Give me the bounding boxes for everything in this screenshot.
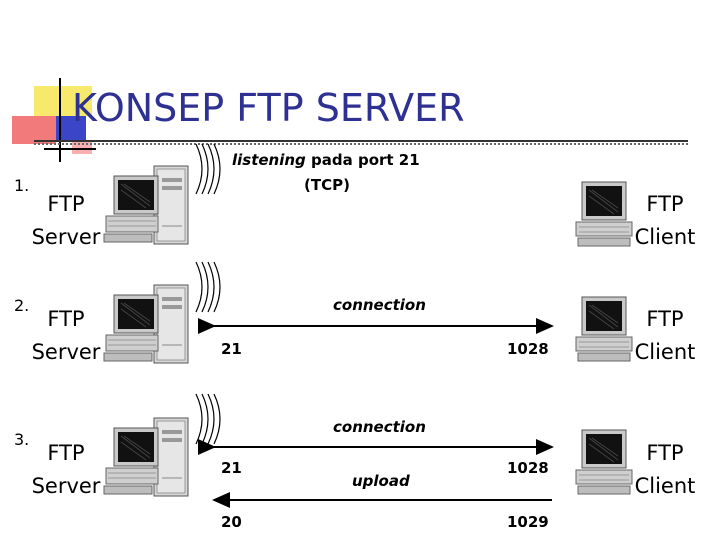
client-label-line1: FTP [646, 192, 684, 216]
row-3-number: 3. [14, 430, 30, 449]
title-rule-dotted [34, 143, 688, 145]
row-1-client-label: FTP Client [630, 188, 700, 254]
row-2-client-icon [575, 296, 633, 362]
row-1-server-icon [103, 165, 189, 245]
annotation-rest: pada port 21 [305, 151, 420, 169]
server-label-line1: FTP [47, 307, 85, 331]
annotation-italic: listening [232, 151, 306, 169]
client-label-line2: Client [634, 340, 696, 364]
row-3-server-label: FTP Server [28, 437, 104, 503]
row-1-annotation: listening pada port 21 [232, 151, 420, 169]
row-1-client-icon [575, 181, 633, 247]
row-3-client-label: FTP Client [630, 437, 700, 503]
deco-square-yellow-2 [64, 86, 92, 116]
row-2-number: 2. [14, 296, 30, 315]
title-rule [34, 140, 688, 142]
row-2-client-label: FTP Client [630, 303, 700, 369]
deco-square-blue [56, 116, 86, 142]
client-label-line2: Client [634, 474, 696, 498]
row-1-number: 1. [14, 176, 30, 195]
server-label-line2: Server [31, 340, 101, 364]
row-1-server-label: FTP Server [28, 188, 104, 254]
row-1-annotation-line2: (TCP) [304, 176, 350, 194]
row-2-connection-label: connection [333, 296, 426, 314]
row-3-server-icon [103, 417, 189, 497]
row-3-server-port-2: 20 [221, 513, 242, 531]
row-2-server-port: 21 [221, 340, 242, 358]
server-label-line2: Server [31, 225, 101, 249]
row-2-client-port: 1028 [507, 340, 549, 358]
deco-line-horizontal [44, 148, 96, 150]
server-label-line1: FTP [47, 192, 85, 216]
client-label-line1: FTP [646, 307, 684, 331]
row-2-server-label: FTP Server [28, 303, 104, 369]
row-3-client-port-2: 1029 [507, 513, 549, 531]
server-label-line2: Server [31, 474, 101, 498]
row-2-server-icon [103, 284, 189, 364]
row-3-upload-label: upload [352, 472, 410, 490]
row-2-signal-icon [195, 261, 221, 313]
row-1-signal-icon [195, 143, 221, 195]
row-3-connection-label: connection [333, 418, 426, 436]
deco-line-vertical [59, 78, 61, 162]
page-title: KONSEP FTP SERVER [72, 86, 465, 130]
client-label-line1: FTP [646, 441, 684, 465]
server-label-line1: FTP [47, 441, 85, 465]
deco-square-red [12, 116, 56, 144]
row-3-client-port: 1028 [507, 459, 549, 477]
row-3-server-port: 21 [221, 459, 242, 477]
client-label-line2: Client [634, 225, 696, 249]
row-3-signal-icon [195, 393, 221, 445]
row-3-client-icon [575, 429, 633, 495]
